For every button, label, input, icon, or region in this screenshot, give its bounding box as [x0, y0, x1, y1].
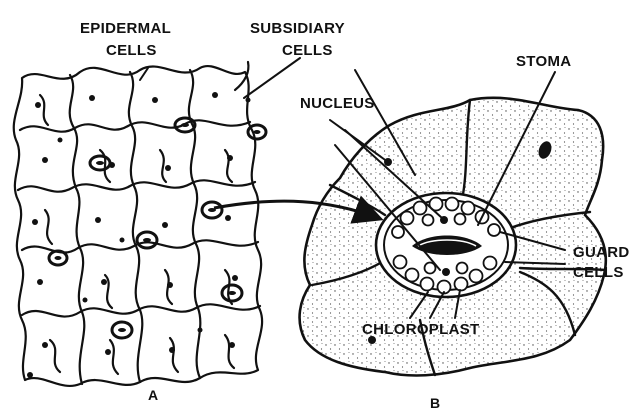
stoma-small: [49, 251, 67, 265]
subsidiary-leader-1: [244, 58, 300, 98]
panel-a-label: A: [148, 387, 158, 403]
nucleus-label: NUCLEUS: [300, 95, 375, 112]
chloroplast-label: CHLOROPLAST: [362, 321, 479, 338]
epidermal-tissue-drawing: [14, 62, 262, 386]
guard-cells-label-line2: CELLS: [573, 264, 624, 281]
stoma-label: STOMA: [516, 53, 571, 70]
stoma-small: [112, 322, 132, 338]
stoma-small: [90, 156, 110, 170]
stoma-small: [248, 125, 266, 139]
epidermal-cells-label-line2: CELLS: [106, 42, 157, 59]
subsidiary-cells-label-line2: CELLS: [282, 42, 333, 59]
epidermal-cells-label-line1: EPIDERMAL: [80, 20, 171, 37]
guard-cells-label-line1: GUARD: [573, 244, 630, 261]
stoma-small: [202, 202, 222, 218]
panel-b-label: B: [430, 395, 440, 411]
stoma-small: [222, 285, 242, 301]
stoma-small: [137, 232, 157, 248]
epidermal-stomata: [49, 118, 266, 338]
subsidiary-cells-label-line1: SUBSIDIARY: [250, 20, 345, 37]
